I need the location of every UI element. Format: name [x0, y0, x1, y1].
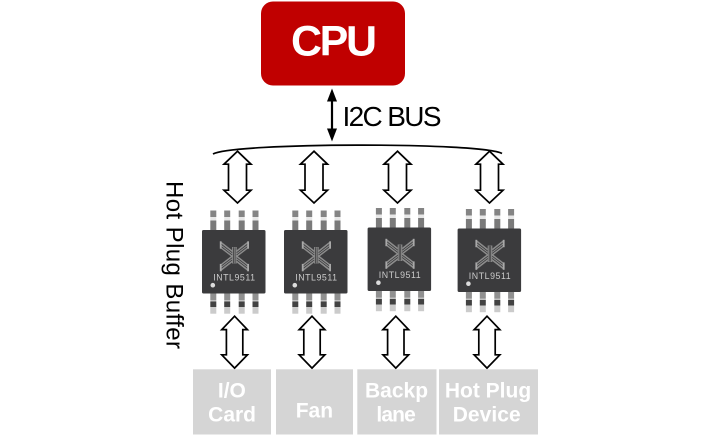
svg-text:I2C BUS: I2C BUS	[343, 101, 442, 132]
svg-text:Fan: Fan	[296, 399, 333, 422]
svg-text:Hot Plug Buffer: Hot Plug Buffer	[161, 181, 188, 349]
svg-text:lane: lane	[376, 404, 416, 427]
svg-text:Backp: Backp	[365, 379, 428, 402]
svg-text:I/O: I/O	[218, 379, 246, 402]
svg-text:Device: Device	[453, 404, 521, 427]
svg-text:Hot Plug: Hot Plug	[445, 379, 531, 402]
svg-text:Card: Card	[208, 404, 256, 427]
svg-text:CPU: CPU	[291, 18, 377, 66]
